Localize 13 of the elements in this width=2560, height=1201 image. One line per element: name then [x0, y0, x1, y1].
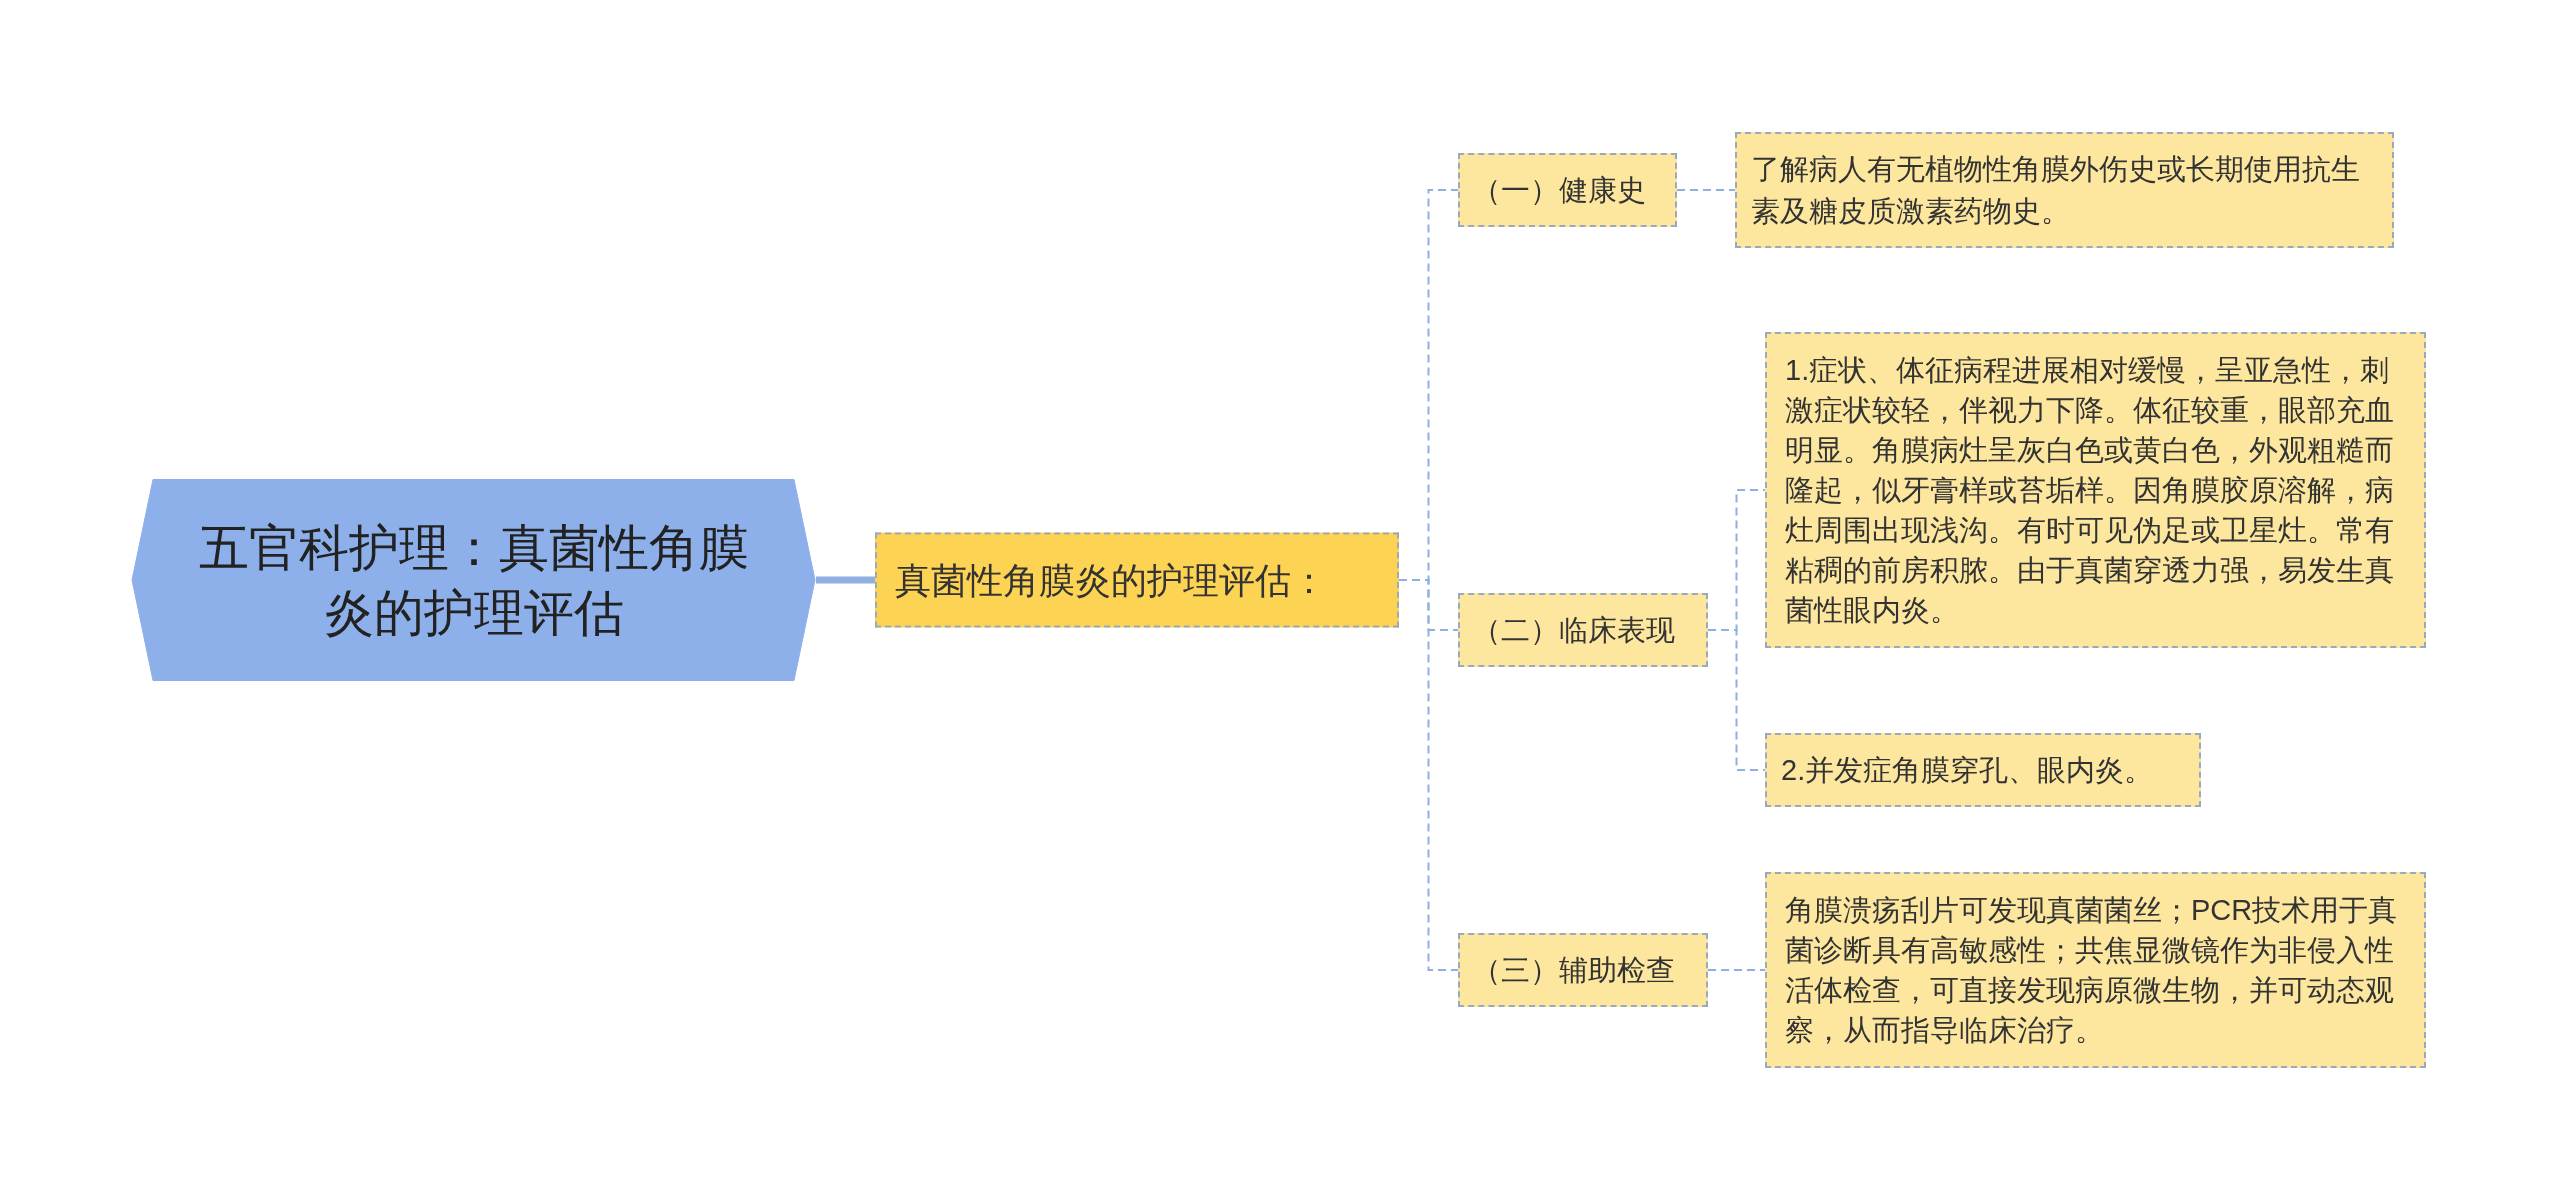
subtopic-box: （一）健康史 [1458, 153, 1677, 227]
detail-box: 2.并发症角膜穿孔、眼内炎。 [1765, 733, 2201, 807]
subtopic-box: （二）临床表现 [1458, 593, 1708, 667]
detail-box: 1.症状、体征病程进展相对缓慢，呈亚急性，刺激症状较轻，伴视力下降。体征较重，眼部充血明显。角膜病灶呈灰白色或黄白色，外观粗糙而隆起，似牙膏样或苔垢样。因角膜胶原溶解，病灶周围出现浅沟。有时可见伪足或卫星灶。常有粘稠的前房积脓。由于真菌穿透力强，易发生真菌性眼内炎。 [1765, 332, 2426, 648]
subtopic-box: （三）辅助检查 [1458, 933, 1708, 1007]
connector-line [1707, 969, 1766, 971]
topic-hexagon: 五官科护理：真菌性角膜炎的护理评估 [131, 478, 816, 682]
detail-box: 角膜溃疡刮片可发现真菌菌丝；PCR技术用于真菌诊断具有高敏感性；共焦显微镜作为非侵入性活体检查，可直接发现病原微生物，并可动态观察，从而指导临床治疗。 [1765, 872, 2426, 1068]
connector-line [816, 576, 875, 584]
connector-line [1676, 189, 1736, 191]
connector-line [1707, 629, 1766, 771]
detail-box: 了解病人有无植物性角膜外伤史或长期使用抗生素及糖皮质激素药物史。 [1735, 132, 2394, 248]
category-box: 真菌性角膜炎的护理评估： [875, 532, 1399, 628]
